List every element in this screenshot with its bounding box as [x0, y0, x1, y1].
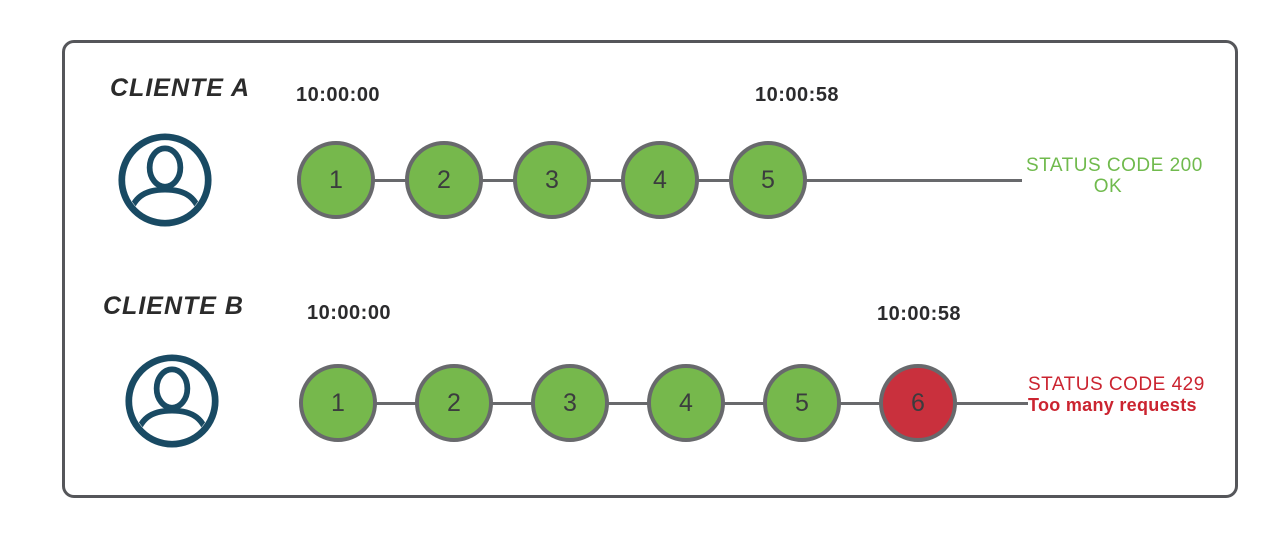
client-b-label: CLIENTE B — [103, 292, 244, 320]
request-node-a3: 3 — [513, 141, 591, 219]
user-circle-icon — [124, 353, 220, 449]
request-node-a1: 1 — [297, 141, 375, 219]
client-b-end-time: 10:00:58 — [877, 303, 962, 325]
request-node-a5: 5 — [729, 141, 807, 219]
status-a-line1: STATUS CODE 200 — [1026, 155, 1203, 176]
client-a-label: CLIENTE A — [110, 74, 251, 102]
request-node-b6-blocked: 6 — [879, 364, 957, 442]
status-b-line1: STATUS CODE 429 — [1028, 374, 1205, 395]
client-b-start-time: 10:00:00 — [307, 302, 392, 324]
client-a-end-time: 10:00:58 — [755, 84, 840, 106]
request-node-b4: 4 — [647, 364, 725, 442]
diagram-frame — [62, 40, 1238, 498]
client-a-start-time: 10:00:00 — [296, 84, 381, 106]
status-b: STATUS CODE 429 Too many requests — [1028, 374, 1205, 416]
request-node-b1: 1 — [299, 364, 377, 442]
request-node-a2: 2 — [405, 141, 483, 219]
request-node-a4: 4 — [621, 141, 699, 219]
status-a: STATUS CODE 200 OK — [1026, 155, 1203, 197]
request-node-b5: 5 — [763, 364, 841, 442]
request-node-b2: 2 — [415, 364, 493, 442]
status-a-line2: OK — [1093, 176, 1123, 197]
status-b-line2: Too many requests — [1028, 395, 1197, 415]
request-node-b3: 3 — [531, 364, 609, 442]
user-circle-icon — [117, 132, 213, 228]
